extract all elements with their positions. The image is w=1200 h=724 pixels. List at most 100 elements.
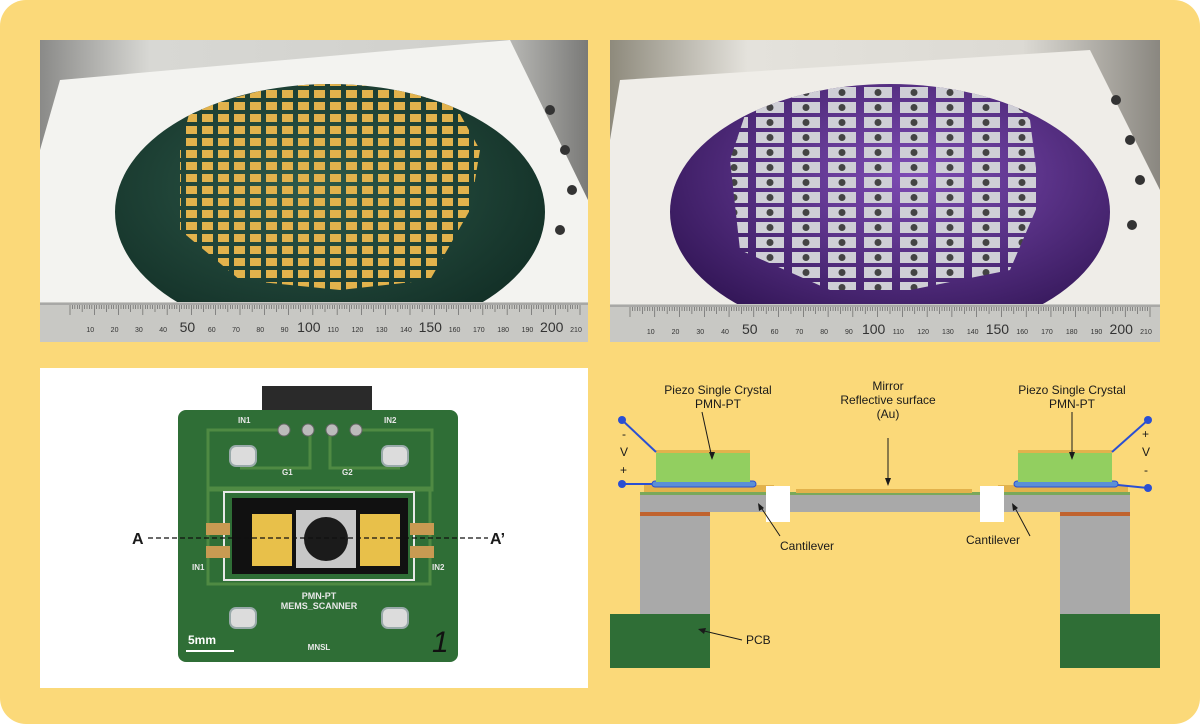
ruler-number: 160 xyxy=(449,327,461,334)
pmn-pt-crystal-right xyxy=(360,514,400,566)
ruler-number: 50 xyxy=(180,319,196,335)
pcb-block-right xyxy=(1060,614,1160,668)
ruler-number: 50 xyxy=(742,321,758,337)
right-plus-sign: + xyxy=(1142,427,1149,441)
ruler-number: 170 xyxy=(1041,329,1053,336)
ruler-number: 200 xyxy=(540,319,564,335)
label-in2-side: IN2 xyxy=(432,563,445,572)
ruler-number: 190 xyxy=(522,327,534,334)
ruler-number: 40 xyxy=(721,329,729,336)
ruler-number: 100 xyxy=(862,321,886,337)
ruler-number: 60 xyxy=(771,329,779,336)
left-minus-sign: - xyxy=(622,427,626,441)
crystal-left xyxy=(656,452,750,482)
cantilever-gap-left xyxy=(766,486,790,522)
ruler-number: 140 xyxy=(967,329,979,336)
cantilever-label-left: Cantilever xyxy=(780,539,834,553)
ruler-number: 30 xyxy=(135,327,143,334)
hole-row xyxy=(545,105,577,235)
wafer-photo-gold: 10 20 30 40 50 60 70 80 90 100 110 120 130 140 150 160 1… xyxy=(40,40,588,342)
cross-section-diagram: Piezo Single Crystal PMN-PT Mirror Refle… xyxy=(600,368,1170,680)
pmn-pt-crystal-left xyxy=(252,514,292,566)
support-post-right xyxy=(1060,516,1130,614)
left-voltage-label: V xyxy=(620,445,628,459)
ruler-number: 200 xyxy=(1110,321,1134,337)
ruler: 10 20 30 40 50 60 70 80 90 100 110 120 130 140 150 160 1… xyxy=(610,304,1160,342)
ruler-number: 100 xyxy=(297,319,321,335)
right-voltage-label: V xyxy=(1142,445,1150,459)
ruler-number: 30 xyxy=(696,329,704,336)
section-label-a-prime: A’ xyxy=(490,531,505,548)
ruler-number: 130 xyxy=(376,327,388,334)
ruler-number: 80 xyxy=(256,327,264,334)
ruler-number: 160 xyxy=(1016,329,1028,336)
ruler-number: 120 xyxy=(352,327,364,334)
ruler-number: 70 xyxy=(232,327,240,334)
mirror-label-3: (Au) xyxy=(877,407,900,421)
cantilever-gap-right xyxy=(980,486,1004,522)
ruler-number: 120 xyxy=(917,329,929,336)
label-in1-side: IN1 xyxy=(192,563,205,572)
mounting-holes xyxy=(229,445,409,629)
voltage-terminals xyxy=(618,416,1152,492)
gold-pad-array xyxy=(180,84,480,290)
ruler-number: 10 xyxy=(86,327,94,334)
ruler-number: 130 xyxy=(942,329,954,336)
wafer-photo-purple: 10 20 30 40 50 60 70 80 90 100 110 120 130 140 150 160 1… xyxy=(610,40,1160,342)
pcb-block-left xyxy=(610,614,710,668)
mirror xyxy=(304,517,348,561)
ruler-number: 90 xyxy=(281,327,289,334)
right-crystal-label-1: Piezo Single Crystal xyxy=(1018,383,1125,397)
board-title-line2: MEMS_SCANNER xyxy=(281,601,358,611)
traces xyxy=(206,428,434,586)
ruler-number: 210 xyxy=(1140,329,1152,336)
ruler-number: 210 xyxy=(570,327,582,334)
ruler-number: 10 xyxy=(647,329,655,336)
left-plus-sign: + xyxy=(620,463,627,477)
ruler-number: 80 xyxy=(820,329,828,336)
ruler-number: 20 xyxy=(111,327,119,334)
ruler-number: 180 xyxy=(1066,329,1078,336)
mirror-surface xyxy=(796,489,972,493)
left-crystal-label-2: PMN-PT xyxy=(695,397,742,411)
label-g2: G2 xyxy=(342,468,353,477)
ruler-number: 110 xyxy=(328,327,339,334)
ruler-number: 150 xyxy=(986,321,1010,337)
crystal-right xyxy=(1018,452,1112,482)
ruler-number: 170 xyxy=(473,327,485,334)
ruler-number: 60 xyxy=(208,327,216,334)
pcb-label: PCB xyxy=(746,633,771,647)
ruler-number: 70 xyxy=(795,329,803,336)
left-crystal-label-1: Piezo Single Crystal xyxy=(664,383,771,397)
right-minus-sign: - xyxy=(1144,463,1148,477)
board-maker: MNSL xyxy=(308,643,331,652)
board-number: 1 xyxy=(432,626,449,659)
ruler-number: 180 xyxy=(497,327,509,334)
ruler-number: 140 xyxy=(400,327,412,334)
mirror-label-2: Reflective surface xyxy=(840,393,936,407)
right-crystal-label-2: PMN-PT xyxy=(1049,397,1096,411)
label-g1: G1 xyxy=(282,468,293,477)
label-in2-top: IN2 xyxy=(384,416,397,425)
ruler-number: 90 xyxy=(845,329,853,336)
scale-bar-label: 5mm xyxy=(188,633,216,647)
ruler-number: 110 xyxy=(893,329,904,336)
connector-pins xyxy=(277,423,363,437)
label-in1-top: IN1 xyxy=(238,416,251,425)
hole-row xyxy=(1111,95,1145,230)
voltage-wires xyxy=(621,419,1149,489)
ruler-number: 40 xyxy=(159,327,167,334)
connector xyxy=(262,386,372,412)
silicon-beam xyxy=(640,494,1130,512)
mirror-die-array xyxy=(730,84,1040,290)
support-post-left xyxy=(640,516,710,614)
pcb-photo: IN1 IN2 G1 G2 IN1 IN2 PMN-PT MEMS_SCANNE… xyxy=(40,368,588,688)
ruler: 10 20 30 40 50 60 70 80 90 100 110 120 130 140 150 160 1… xyxy=(40,302,588,342)
ruler-number: 190 xyxy=(1091,329,1103,336)
ruler-number: 20 xyxy=(672,329,680,336)
ruler-number: 150 xyxy=(419,319,443,335)
board-title-line1: PMN-PT xyxy=(302,591,337,601)
cantilever-label-right: Cantilever xyxy=(966,533,1020,547)
mirror-label-1: Mirror xyxy=(872,379,903,393)
